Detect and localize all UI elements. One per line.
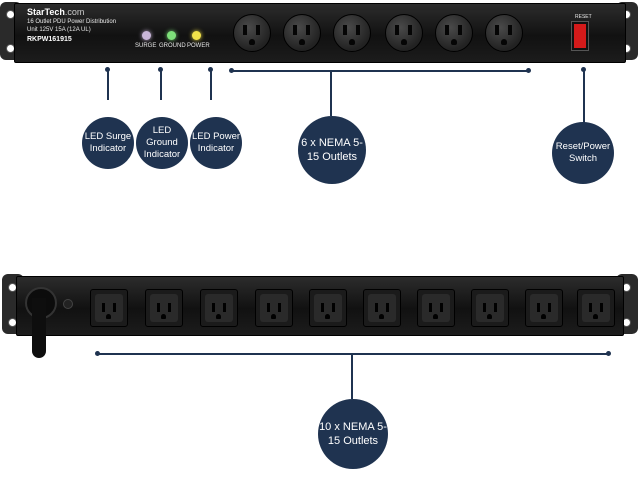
callout-line xyxy=(107,70,109,100)
callout-dot xyxy=(606,351,611,356)
outlet xyxy=(200,289,238,327)
surge-label: SURGE xyxy=(135,43,157,49)
outlet xyxy=(145,289,183,327)
outlet xyxy=(435,14,473,52)
callout-dot xyxy=(105,67,110,72)
surge-led xyxy=(142,31,151,40)
outlet xyxy=(385,14,423,52)
callout-bottom-outlets: 10 x NEMA 5-15 Outlets xyxy=(318,399,388,469)
callout-line xyxy=(160,70,162,100)
outlet xyxy=(363,289,401,327)
callout-led-surge: LED Surge Indicator xyxy=(82,117,134,169)
pdu-front-panel: StarTech.com 16 Outlet PDU Power Distrib… xyxy=(14,3,626,63)
callout-dot xyxy=(208,67,213,72)
callout-led-power: LED Power Indicator xyxy=(190,117,242,169)
reset-label: RESET xyxy=(575,14,592,20)
callout-dot xyxy=(158,67,163,72)
callout-line xyxy=(351,354,353,399)
ground-screw xyxy=(63,299,73,309)
ground-led xyxy=(167,31,176,40)
outlet xyxy=(90,289,128,327)
power-led xyxy=(192,31,201,40)
pdu-rear-panel xyxy=(16,276,624,336)
product-rating: Unit 125V 15A (12A UL) xyxy=(27,27,91,33)
switch-rocker xyxy=(574,24,586,48)
brand-logo: StarTech.com xyxy=(27,7,85,17)
callout-dot xyxy=(581,67,586,72)
outlet xyxy=(255,289,293,327)
model-number: RKPW161915 xyxy=(27,36,72,43)
outlet xyxy=(417,289,455,327)
callout-line xyxy=(330,71,332,116)
power-label: POWER xyxy=(187,43,210,49)
outlet xyxy=(333,14,371,52)
product-description: 16 Outlet PDU Power Distribution xyxy=(27,19,117,25)
callout-dot xyxy=(526,68,531,73)
callout-reset-switch: Reset/Power Switch xyxy=(552,122,614,184)
reset-power-switch[interactable] xyxy=(571,21,589,51)
callout-line xyxy=(583,70,585,125)
callout-led-ground: LED Ground Indicator xyxy=(136,117,188,169)
outlet xyxy=(233,14,271,52)
outlet xyxy=(525,289,563,327)
outlet xyxy=(283,14,321,52)
ground-label: GROUND xyxy=(159,43,186,49)
power-cord xyxy=(32,298,46,358)
outlets-span-line xyxy=(97,353,609,355)
outlet xyxy=(471,289,509,327)
callout-top-outlets: 6 x NEMA 5-15 Outlets xyxy=(298,116,366,184)
outlet xyxy=(577,289,615,327)
callout-line xyxy=(210,70,212,100)
outlet xyxy=(485,14,523,52)
outlet xyxy=(309,289,347,327)
outlets-span-line xyxy=(231,70,529,72)
